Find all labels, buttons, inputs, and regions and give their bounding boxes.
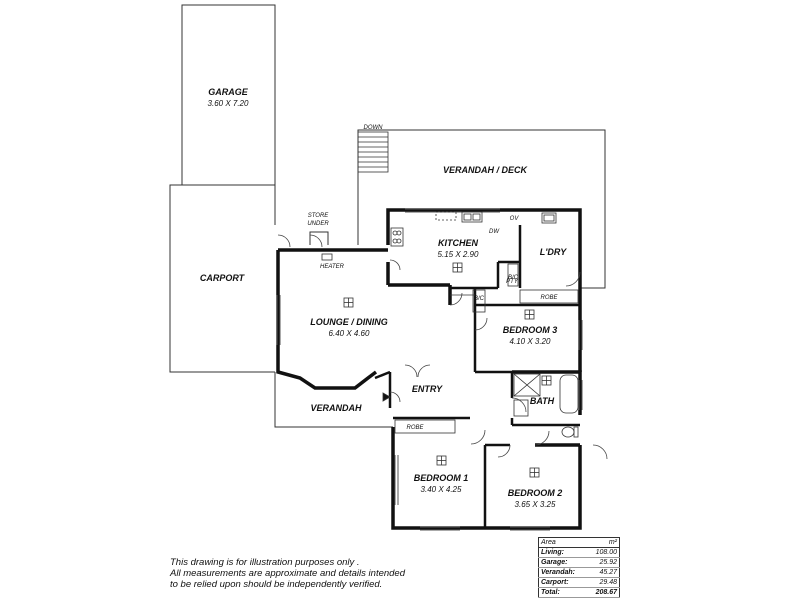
robe-bedroom1 xyxy=(394,419,456,434)
bedroom2-label: BEDROOM 2 xyxy=(508,488,563,498)
disclaimer-line: to be relied upon should be independentl… xyxy=(170,579,383,590)
area-table-header: Area m² xyxy=(538,537,620,548)
disclaimer: This drawing is for illustration purpose… xyxy=(170,557,470,590)
toilet-icon xyxy=(561,426,575,438)
garage-outline xyxy=(181,4,276,185)
lounge-dining-size: 6.40 X 4.60 xyxy=(329,329,370,338)
garage-size: 3.60 X 7.20 xyxy=(208,99,249,108)
stairs xyxy=(357,131,389,173)
table-row: Carport: 29.48 xyxy=(538,577,620,588)
windows xyxy=(276,208,583,531)
kitchen-label: KITCHEN xyxy=(438,238,478,248)
garage-label: GARAGE xyxy=(208,87,248,97)
entry-arrow-icon xyxy=(382,392,391,402)
area-label: Living: xyxy=(538,547,587,558)
bic-label-bedroom3: B/C xyxy=(474,296,485,302)
area-value: 29.48 xyxy=(586,577,620,588)
area-total-label: Total: xyxy=(538,587,587,598)
pty-label: PTY xyxy=(506,279,519,285)
laundry-tub-icon xyxy=(541,212,557,224)
carport-outline xyxy=(169,184,276,373)
bic-label-laundry: B/C xyxy=(508,275,519,281)
store-under-label-1: STORE xyxy=(308,213,330,219)
area-value: 108.00 xyxy=(586,547,620,558)
bedroom3-label: BEDROOM 3 xyxy=(503,325,558,335)
bath-label: BATH xyxy=(530,396,555,406)
heater-icon xyxy=(321,253,333,261)
bedroom2-size: 3.65 X 3.25 xyxy=(515,500,556,509)
bedroom3-size: 4.10 X 3.20 xyxy=(510,337,551,346)
ov-label: OV xyxy=(510,216,520,222)
interior-walls xyxy=(374,225,580,528)
table-row: Verandah: 45.27 xyxy=(538,567,620,578)
bathtub-icon xyxy=(559,374,579,414)
fixtures xyxy=(321,211,579,438)
room-labels: GARAGE 3.60 X 7.20 CARPORT VERANDAH / DE… xyxy=(200,87,567,509)
fridge-space-icon xyxy=(435,211,457,221)
verandah-deck-label: VERANDAH / DECK xyxy=(443,165,529,175)
laundry-label: L'DRY xyxy=(540,247,567,257)
table-row: Garage: 25.92 xyxy=(538,557,620,568)
area-header-label: Area xyxy=(538,537,587,548)
robe-bedroom3 xyxy=(519,289,579,304)
robe-bedroom3-label: ROBE xyxy=(540,295,558,301)
vanity-icon xyxy=(513,399,529,417)
heater-label: HEATER xyxy=(320,264,345,270)
disclaimer-line: All measurements are approximate and det… xyxy=(170,568,405,579)
area-label: Verandah: xyxy=(538,567,587,578)
store-under-label-2: UNDER xyxy=(307,221,329,227)
area-total-row: Total: 208.67 xyxy=(538,587,620,598)
kitchen-size: 5.15 X 2.90 xyxy=(438,250,479,259)
area-value: 45.27 xyxy=(586,567,620,578)
sink-icon xyxy=(461,211,483,223)
store-under-outline xyxy=(309,231,329,245)
entry-label: ENTRY xyxy=(412,384,443,394)
cooktop-icon xyxy=(390,227,404,247)
area-table: Area m² Living: 108.00 Garage: 25.92 Ver… xyxy=(538,537,620,598)
bedroom1-label: BEDROOM 1 xyxy=(414,473,469,483)
disclaimer-line: This drawing is for illustration purpose… xyxy=(170,557,360,568)
dw-label: DW xyxy=(489,229,500,235)
area-label: Carport: xyxy=(538,577,587,588)
area-total-value: 208.67 xyxy=(586,587,620,598)
light-symbols xyxy=(343,262,552,478)
robe-bedroom1-label: ROBE xyxy=(406,425,424,431)
shower-icon xyxy=(513,373,541,397)
lounge-dining-label: LOUNGE / DINING xyxy=(310,317,388,327)
area-header-unit: m² xyxy=(586,537,620,548)
area-value: 25.92 xyxy=(586,557,620,568)
carport-label: CARPORT xyxy=(200,273,246,283)
area-label: Garage: xyxy=(538,557,587,568)
door-swings xyxy=(277,234,608,460)
verandah-outline xyxy=(274,372,393,428)
table-row: Living: 108.00 xyxy=(538,547,620,558)
bedroom1-size: 3.40 X 4.25 xyxy=(421,485,462,494)
down-label: DOWN xyxy=(364,125,384,131)
verandah-label: VERANDAH xyxy=(310,403,362,413)
